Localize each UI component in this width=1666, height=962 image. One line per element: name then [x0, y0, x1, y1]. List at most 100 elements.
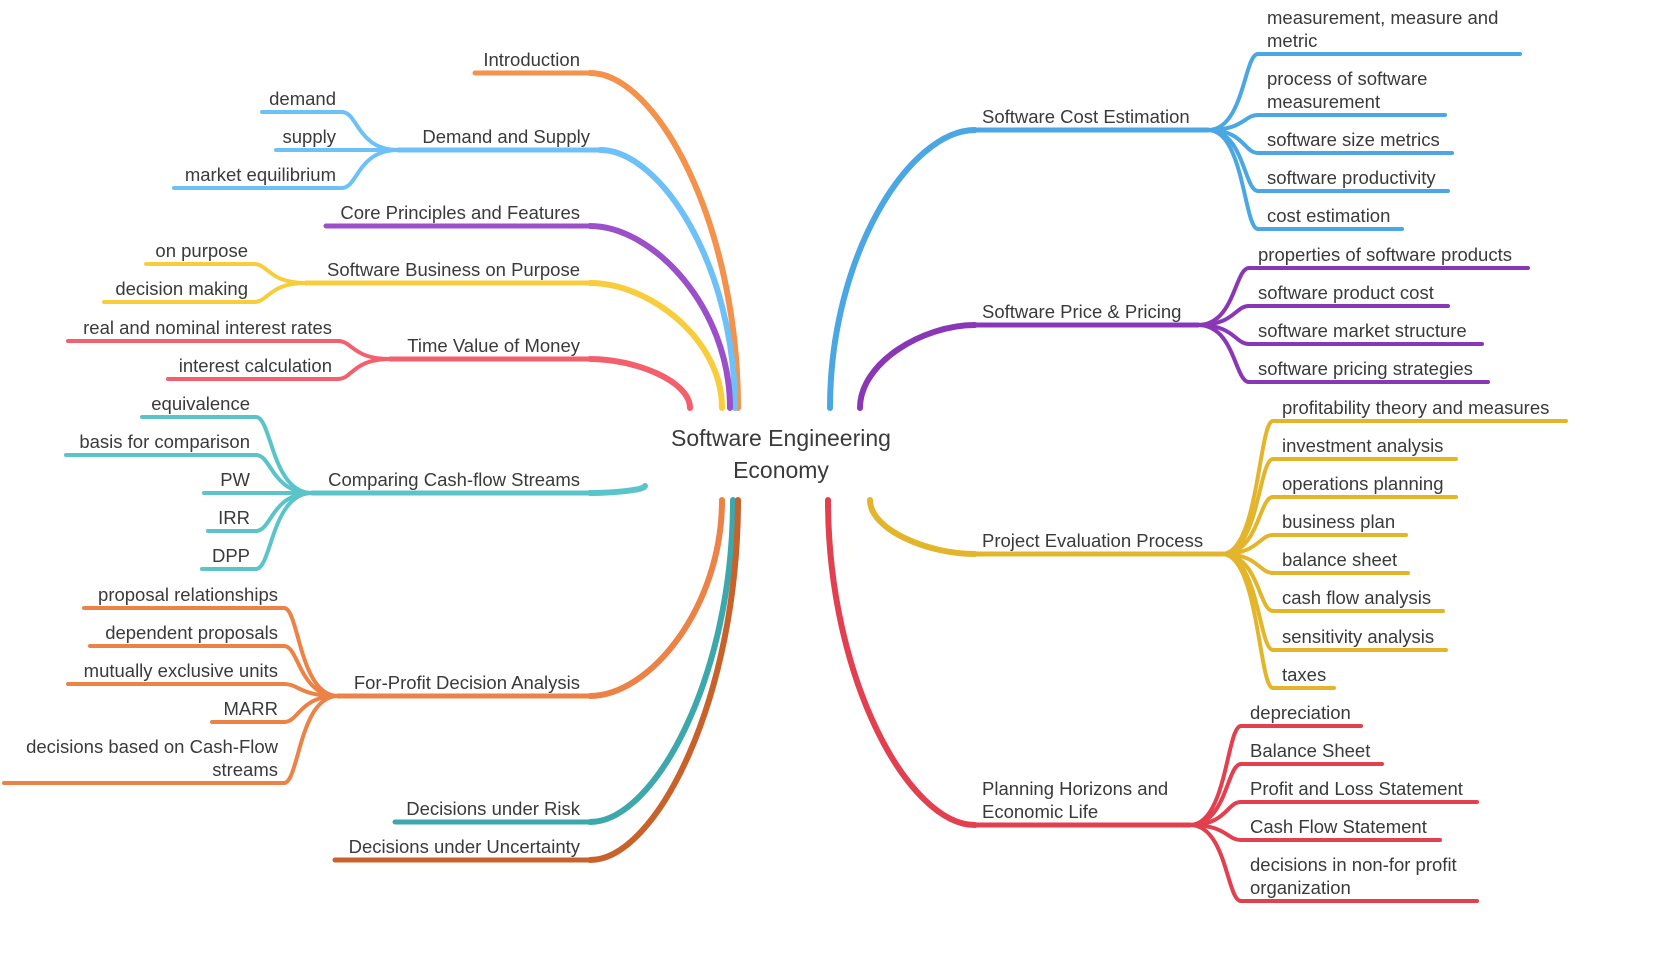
branch-price-pricing-root-connector [857, 322, 978, 411]
branch-planning-horizons-child-2-label: Balance Sheet [1250, 740, 1370, 761]
branch-for-profit-child-1[interactable]: proposal relationships [98, 584, 278, 605]
branch-introduction[interactable]: Introduction [483, 49, 580, 70]
branch-price-pricing-title-label: Software Price & Pricing [982, 301, 1181, 322]
branch-price-pricing-child-3[interactable]: software market structure [1258, 320, 1467, 341]
branch-project-evaluation-child-6-label: cash flow analysis [1282, 587, 1431, 608]
branch-cash-flow-streams[interactable]: Comparing Cash-flow Streams equivalence ba… [79, 393, 580, 566]
branch-demand-supply-child-1[interactable]: demand [269, 88, 336, 109]
branch-for-profit-child-3[interactable]: mutually exclusive units [84, 660, 278, 681]
branch-cash-flow-streams-child-3-label-line-1: PW [220, 469, 250, 490]
branch-cost-estimation-child-5-label-line-1: cost estimation [1267, 205, 1390, 226]
branch-demand-supply[interactable]: Demand and Supply demand supply market equi… [185, 88, 591, 185]
branch-planning-horizons-child-2[interactable]: Balance Sheet [1250, 740, 1370, 761]
branch-cash-flow-streams-child-2[interactable]: basis for comparison [79, 431, 250, 452]
branch-project-evaluation-child-1[interactable]: profitability theory and measures [1282, 397, 1549, 418]
branch-price-pricing[interactable]: Software Price & Pricing properties of so… [982, 244, 1512, 379]
branch-project-evaluation-child-3-label-line-1: operations planning [1282, 473, 1444, 494]
branch-project-evaluation-child-8-label: taxes [1282, 664, 1326, 685]
branch-cash-flow-streams-child-2-label-line-1: basis for comparison [79, 431, 250, 452]
branch-cost-estimation-child-5[interactable]: cost estimation [1267, 205, 1390, 226]
branch-business-purpose-child-2[interactable]: decision making [115, 278, 248, 299]
branch-cost-estimation-child-2-label-line-1: process of software [1267, 68, 1427, 89]
branch-risk[interactable]: Decisions under Risk [406, 798, 581, 819]
branch-for-profit-child-2[interactable]: dependent proposals [105, 622, 278, 643]
branch-planning-horizons-title-label-line-1: Planning Horizons and [982, 778, 1168, 799]
branch-demand-supply-child-1-label: demand [269, 88, 336, 109]
branch-planning-horizons-child-1[interactable]: depreciation [1250, 702, 1351, 723]
branch-cash-flow-streams-title-label: Comparing Cash-flow Streams [328, 469, 580, 490]
branch-project-evaluation[interactable]: Project Evaluation Process profitability … [982, 397, 1549, 685]
connector-layer [2, 52, 1568, 903]
branch-price-pricing-child-2[interactable]: software product cost [1258, 282, 1434, 303]
branch-for-profit-child-5-connector [282, 694, 340, 785]
branch-cash-flow-streams-child-4-label-line-1: IRR [218, 507, 250, 528]
branch-risk-title-label-line-1: Decisions under Risk [406, 798, 581, 819]
branch-project-evaluation-child-3[interactable]: operations planning [1282, 473, 1444, 494]
branch-planning-horizons-child-3-label: Profit and Loss Statement [1250, 778, 1463, 799]
branch-project-evaluation-child-4-label-line-1: business plan [1282, 511, 1395, 532]
central-topic-line-1: Software Engineering [671, 425, 891, 451]
branch-for-profit-child-4-label: MARR [224, 698, 278, 719]
branch-cash-flow-streams-child-1[interactable]: equivalence [151, 393, 250, 414]
branch-time-value-root-connector [587, 356, 693, 411]
branch-planning-horizons-child-4[interactable]: Cash Flow Statement [1250, 816, 1427, 837]
branch-project-evaluation-child-1-label: profitability theory and measures [1282, 397, 1549, 418]
branch-core-principles[interactable]: Core Principles and Features [340, 202, 580, 223]
branch-for-profit-child-4[interactable]: MARR [224, 698, 278, 719]
branch-uncertainty[interactable]: Decisions under Uncertainty [349, 836, 581, 857]
branch-time-value-child-2[interactable]: interest calculation [179, 355, 332, 376]
branch-business-purpose-child-1[interactable]: on purpose [155, 240, 248, 261]
central-topic[interactable]: Software Engineering Economy [671, 425, 891, 483]
branch-price-pricing-child-1-label-line-1: properties of software products [1258, 244, 1512, 265]
branch-cash-flow-streams-child-5-label: DPP [212, 545, 250, 566]
branch-cash-flow-streams-child-5[interactable]: DPP [212, 545, 250, 566]
branch-cost-estimation-child-4[interactable]: software productivity [1267, 167, 1436, 188]
branch-demand-supply-child-2[interactable]: supply [283, 126, 337, 147]
branch-project-evaluation-title-label: Project Evaluation Process [982, 530, 1203, 551]
branch-for-profit-child-1-label: proposal relationships [98, 584, 278, 605]
central-topic-line-2: Economy [733, 457, 829, 483]
branch-cash-flow-streams-title-label-line-1: Comparing Cash-flow Streams [328, 469, 580, 490]
branch-cost-estimation-child-3-label-line-1: software size metrics [1267, 129, 1440, 150]
branch-project-evaluation-child-2[interactable]: investment analysis [1282, 435, 1443, 456]
branch-cost-estimation-child-4-label: software productivity [1267, 167, 1436, 188]
branch-project-evaluation-child-5-label-line-1: balance sheet [1282, 549, 1397, 570]
branch-demand-supply-child-3-label: market equilibrium [185, 164, 336, 185]
branch-demand-supply-child-2-label-line-1: supply [283, 126, 337, 147]
branch-project-evaluation-child-4[interactable]: business plan [1282, 511, 1395, 532]
branch-price-pricing-child-1[interactable]: properties of software products [1258, 244, 1512, 265]
branch-time-value-child-1[interactable]: real and nominal interest rates [83, 317, 332, 338]
branch-price-pricing-child-4[interactable]: software pricing strategies [1258, 358, 1473, 379]
branch-project-evaluation-child-8[interactable]: taxes [1282, 664, 1326, 685]
branch-cash-flow-streams-child-4[interactable]: IRR [218, 507, 250, 528]
branch-demand-supply-title-label-line-1: Demand and Supply [422, 126, 590, 147]
branch-cost-estimation-child-3[interactable]: software size metrics [1267, 129, 1440, 150]
branch-cash-flow-streams-root-connector [587, 483, 648, 496]
branch-project-evaluation-child-6[interactable]: cash flow analysis [1282, 587, 1431, 608]
branch-demand-supply-child-3[interactable]: market equilibrium [185, 164, 336, 185]
branch-time-value-child-1-label-line-1: real and nominal interest rates [83, 317, 332, 338]
branch-planning-horizons-child-5-label-line-2: organization [1250, 877, 1351, 898]
branch-for-profit-child-2-label: dependent proposals [105, 622, 278, 643]
branch-cost-estimation-child-1-label-line-2: metric [1267, 30, 1317, 51]
branch-core-principles-root-connector [587, 223, 733, 411]
branch-price-pricing-child-3-label: software market structure [1258, 320, 1467, 341]
branch-planning-horizons-child-3[interactable]: Profit and Loss Statement [1250, 778, 1463, 799]
branch-project-evaluation-child-5[interactable]: balance sheet [1282, 549, 1397, 570]
branch-cash-flow-streams-child-3[interactable]: PW [220, 469, 250, 490]
branch-planning-horizons-child-5-label-line-1: decisions in non-for profit [1250, 854, 1457, 875]
branch-risk-root-connector [587, 497, 736, 825]
branch-project-evaluation-child-7[interactable]: sensitivity analysis [1282, 626, 1434, 647]
